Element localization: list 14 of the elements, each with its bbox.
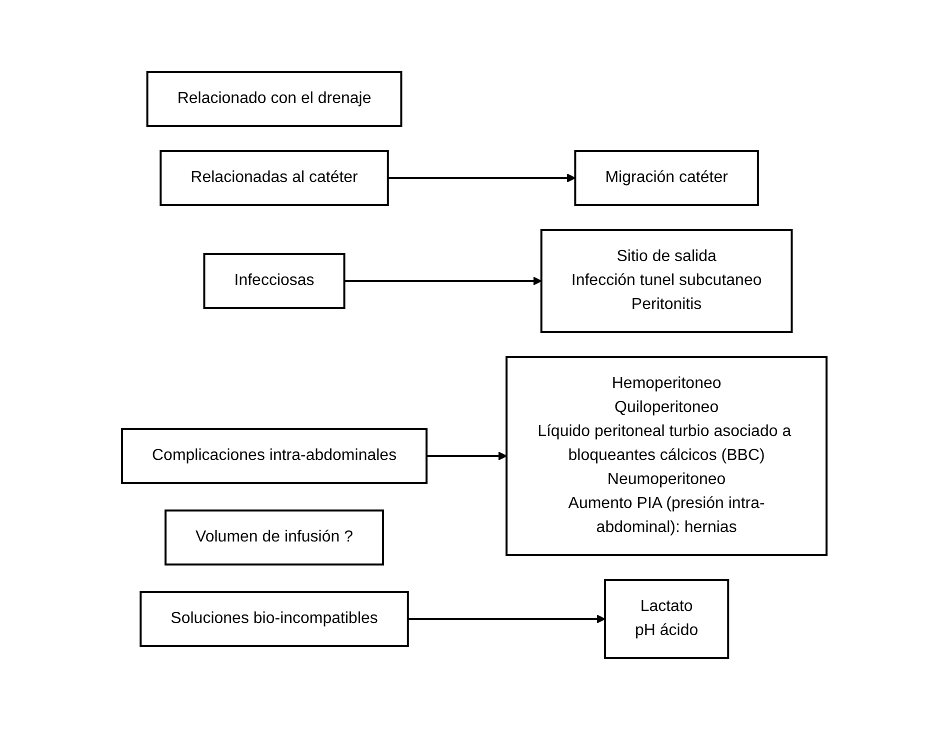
arrow — [426, 451, 507, 460]
arrow — [388, 173, 576, 182]
node-box: Volumen de infusión ? — [164, 509, 384, 565]
node-box: Migración catéter — [574, 150, 759, 206]
node-box: Relacionado con el drenaje — [146, 70, 402, 126]
node-box: Lactato pH ácido — [604, 578, 729, 658]
node-box: Soluciones bio-incompatibles — [139, 590, 409, 646]
node-box: Relacionadas al catéter — [159, 150, 389, 206]
node-box: Hemoperitoneo Quiloperitoneo Líquido peritoneal turbio asociado a bloqueantes cálcicos (BBC) Neumoperitoneo Aumento PIA (presión intra-abdominal): hernias — [505, 356, 828, 556]
node-box: Infecciosas — [202, 252, 346, 308]
node-box: Complicaciones intra-abdominales — [120, 428, 428, 484]
arrow — [408, 614, 606, 623]
arrow — [344, 276, 542, 285]
node-box: Sitio de salida Infección tunel subcutaneo Peritonitis — [540, 228, 792, 332]
